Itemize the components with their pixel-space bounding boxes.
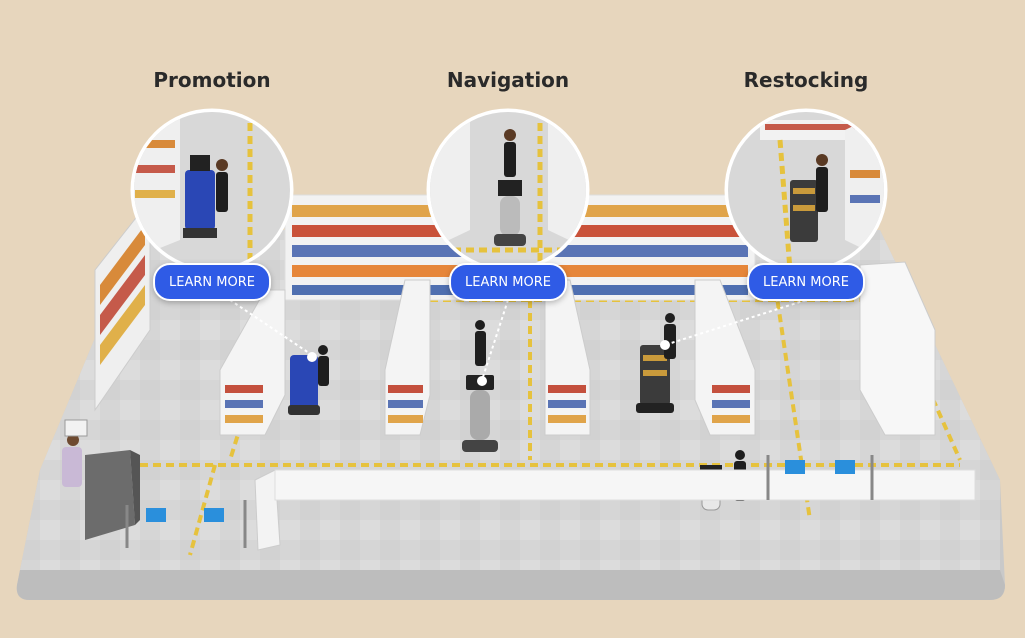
- checkout-counter: [64, 419, 140, 540]
- navigation-heading: Navigation: [446, 68, 570, 92]
- left-wall-shelf: [94, 198, 151, 412]
- callout-lines: [229, 299, 807, 381]
- promotion-learn-more-button[interactable]: LEARN MORE: [153, 263, 271, 301]
- zoom-circle-promotion: [130, 108, 294, 272]
- zoom-circle-restocking: [724, 108, 888, 272]
- zoom-circle-navigation: [426, 108, 590, 272]
- callout-dots: [307, 340, 670, 386]
- restocking-heading: Restocking: [743, 68, 869, 92]
- restocking-learn-more-button[interactable]: LEARN MORE: [747, 263, 865, 301]
- floor-robots: [288, 345, 722, 511]
- right-fridge: [859, 261, 936, 436]
- entry-gates: [125, 455, 874, 548]
- front-barrier: [254, 469, 976, 551]
- promotion-heading: Promotion: [153, 68, 271, 92]
- navigation-learn-more-button[interactable]: LEARN MORE: [449, 263, 567, 301]
- aisle-shelves: [219, 279, 756, 436]
